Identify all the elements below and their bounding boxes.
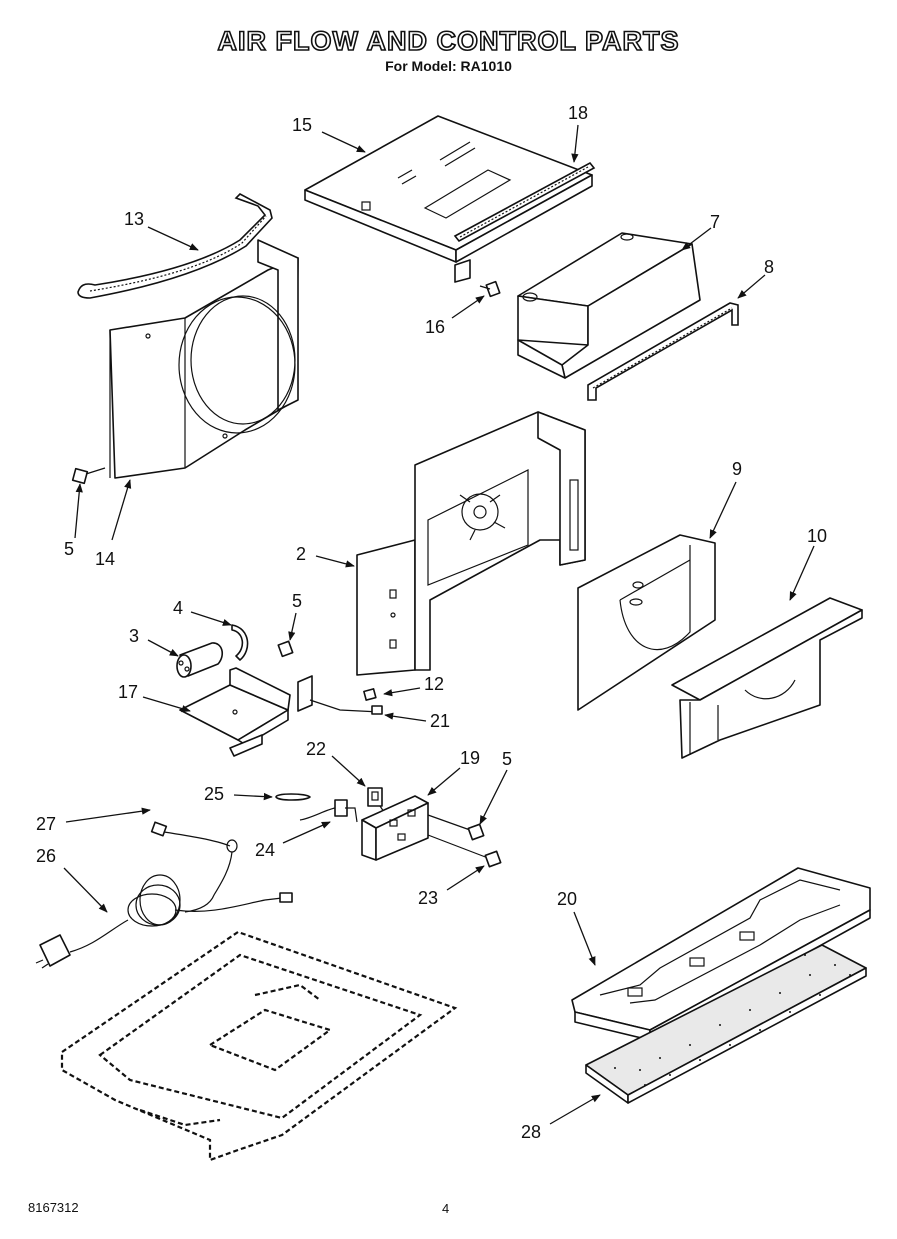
part-17-bracket [179, 667, 291, 757]
part-25-shaft [275, 793, 311, 801]
part-5-screw-left [71, 467, 106, 485]
callout-3: 3 [129, 626, 139, 646]
page-number: 4 [442, 1201, 450, 1216]
part-15-top-cover [304, 115, 593, 283]
part-26-power-cord [35, 839, 293, 969]
document-number: 8167312 [28, 1200, 79, 1215]
callout-10: 10 [807, 526, 827, 546]
part-4-clamp [231, 624, 249, 661]
callout-4: 4 [173, 598, 183, 618]
callout-numbers: 15 18 13 7 8 16 5 14 2 9 10 4 5 3 12 17 … [36, 103, 827, 1142]
callout-19: 19 [460, 748, 480, 768]
part-14-shroud [109, 239, 299, 479]
callout-24: 24 [255, 840, 275, 860]
callout-17: 17 [118, 682, 138, 702]
callout-15: 15 [292, 115, 312, 135]
callout-5-right: 5 [502, 749, 512, 769]
callout-7: 7 [710, 212, 720, 232]
callout-25: 25 [204, 784, 224, 804]
callout-26: 26 [36, 846, 56, 866]
base-pan-reference [60, 930, 458, 1162]
callout-2: 2 [296, 544, 306, 564]
callout-20: 20 [557, 889, 577, 909]
callout-16: 16 [425, 317, 445, 337]
part-21-wire [297, 675, 383, 715]
callout-5-mid: 5 [292, 591, 302, 611]
callout-leaders [63, 124, 815, 1125]
part-2-orifice-panel [356, 411, 586, 676]
callout-22: 22 [306, 739, 326, 759]
part-9-scroll [577, 534, 716, 711]
callout-18: 18 [568, 103, 588, 123]
callout-9: 9 [732, 459, 742, 479]
part-18-gasket [453, 161, 596, 243]
part-27-screw [150, 821, 231, 847]
callout-13: 13 [124, 209, 144, 229]
part-23-screw [484, 850, 502, 868]
part-22-switch [367, 787, 385, 813]
part-10-air-director [671, 597, 863, 759]
callout-21: 21 [430, 711, 450, 731]
part-13-gasket [77, 193, 273, 299]
callout-14: 14 [95, 549, 115, 569]
page-title: AIR FLOW AND CONTROL PARTS [217, 25, 680, 57]
part-19-control-bracket [361, 795, 489, 861]
callout-23: 23 [418, 888, 438, 908]
callout-5-left: 5 [64, 539, 74, 559]
callout-27: 27 [36, 814, 56, 834]
callout-12: 12 [424, 674, 444, 694]
part-5-screw-right [467, 823, 485, 841]
part-24-switch [299, 799, 358, 823]
callout-28: 28 [521, 1122, 541, 1142]
part-8-gasket [587, 302, 739, 401]
part-3-capacitor [176, 642, 224, 678]
part-5-screw-mid [277, 640, 294, 658]
part-28-filter [585, 944, 867, 1104]
part-12-screw [363, 688, 377, 701]
callout-8: 8 [764, 257, 774, 277]
part-7-duct [517, 232, 701, 379]
part-16-screw [479, 280, 501, 298]
model-subtitle: For Model: RA1010 [385, 58, 512, 74]
